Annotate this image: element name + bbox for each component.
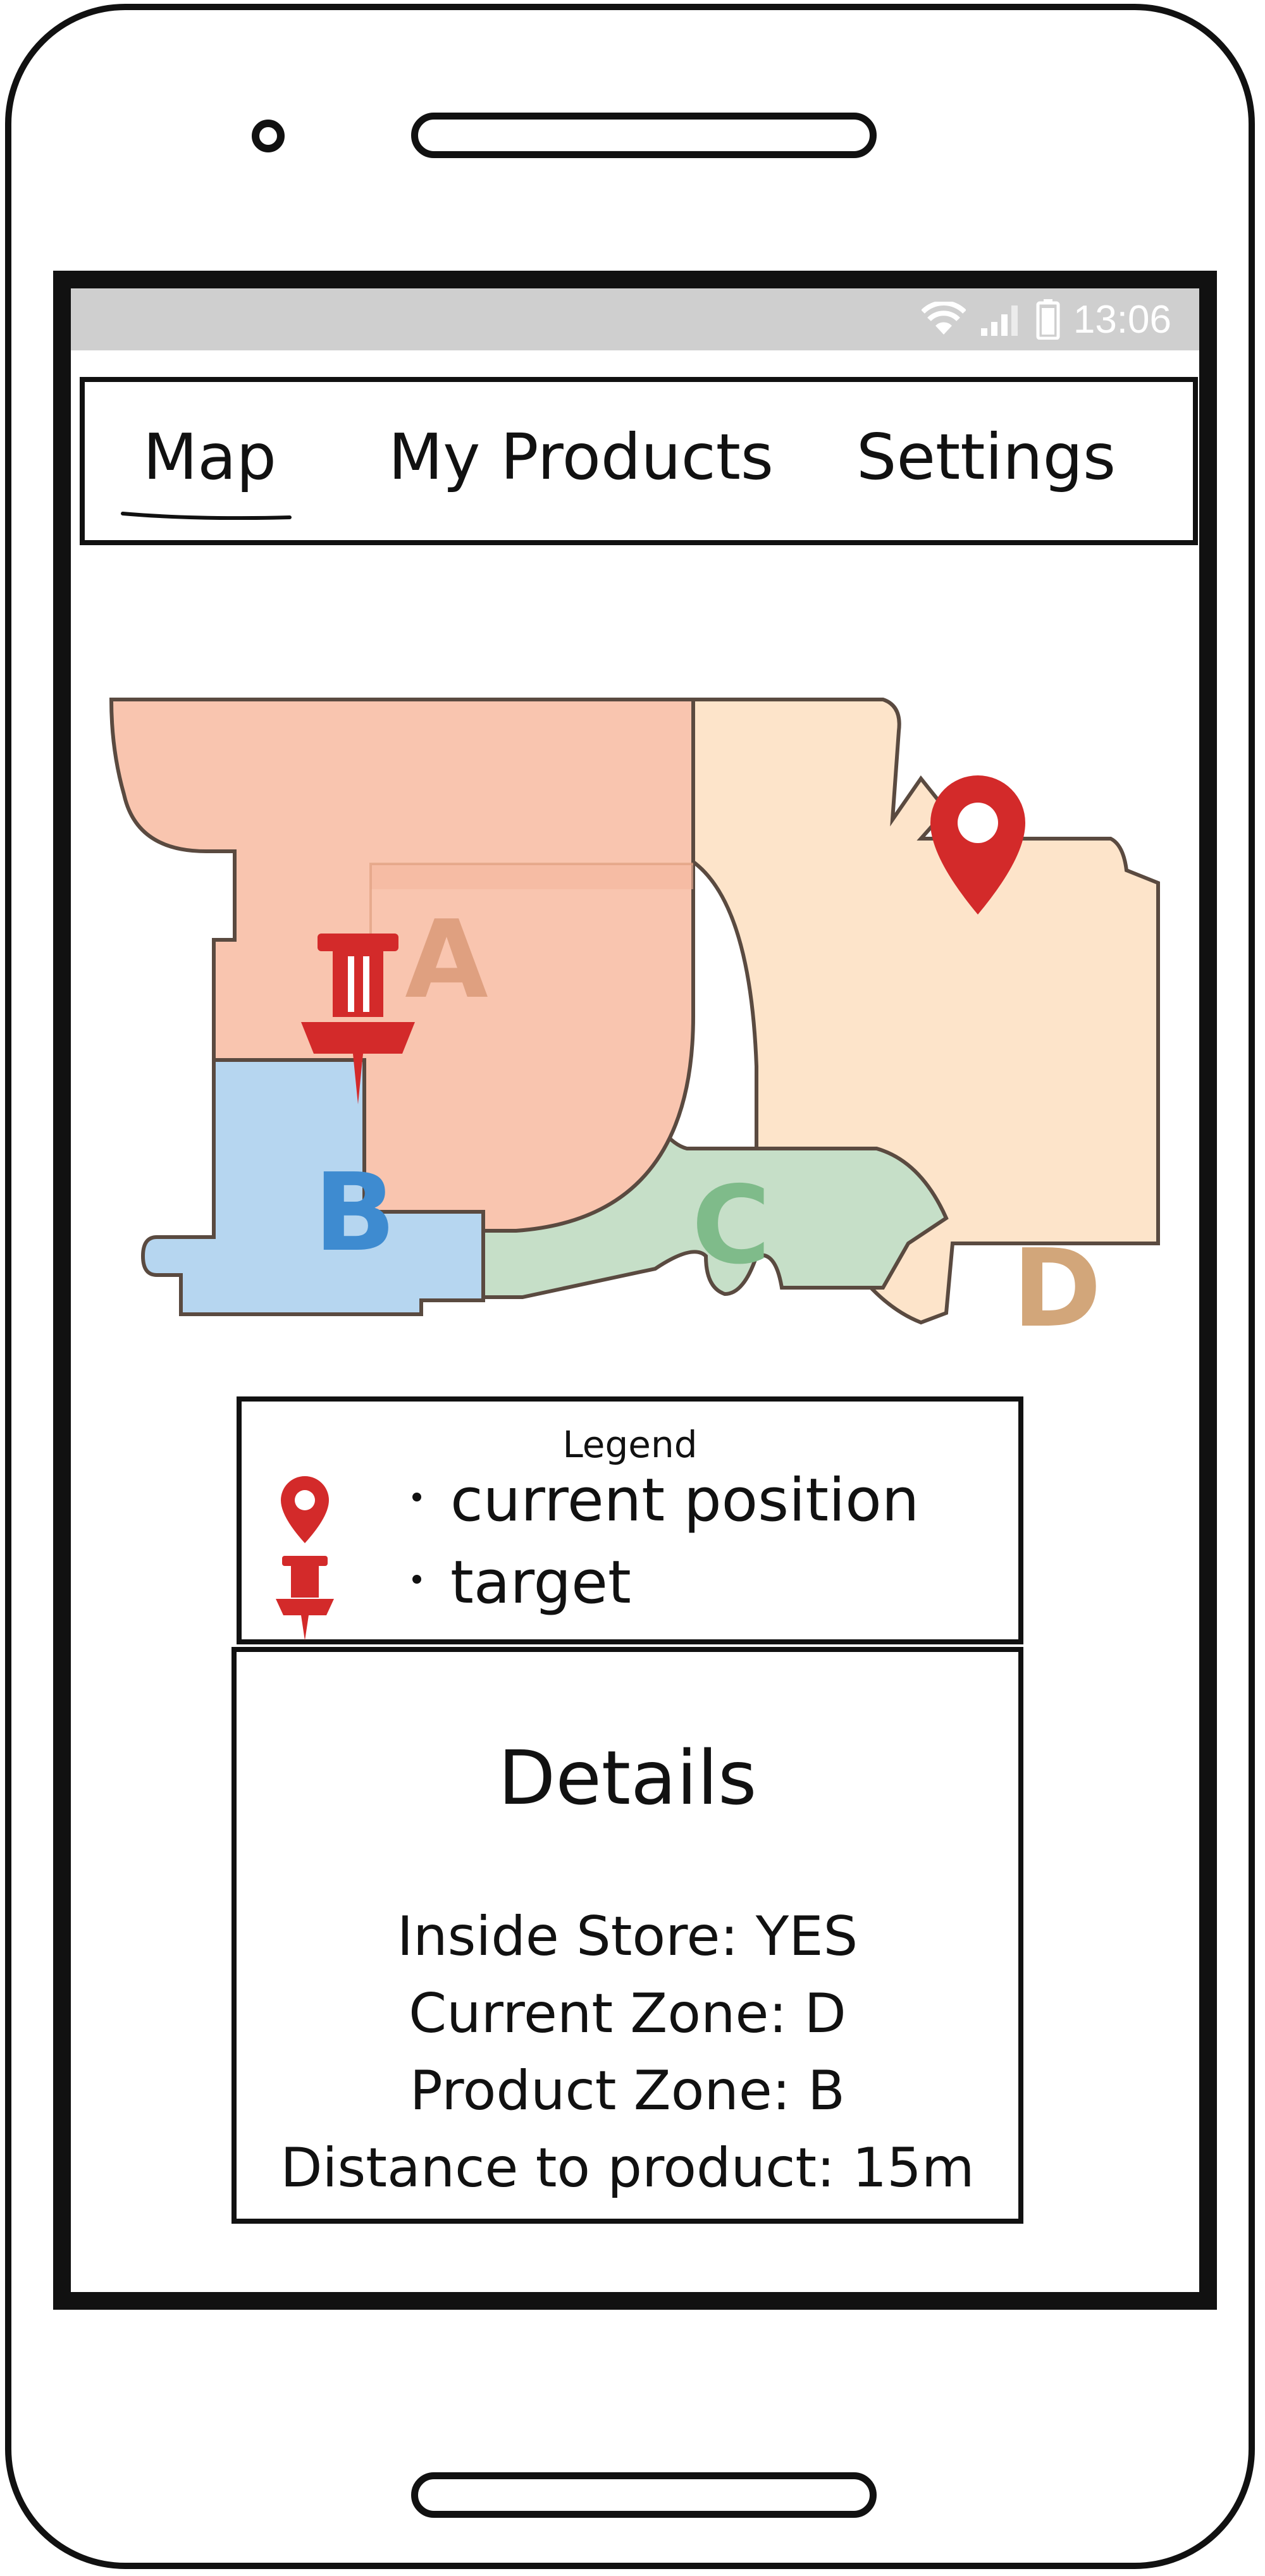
signal-icon <box>980 305 1018 336</box>
tab-my-products[interactable]: My Products <box>388 420 774 494</box>
detail-distance: Distance to product: 15m <box>280 2136 975 2200</box>
zone-c[interactable] <box>469 1127 949 1299</box>
wifi-icon <box>921 302 966 335</box>
status-bar: 13:06 <box>71 288 1199 350</box>
zone-label-c: C <box>692 1163 771 1288</box>
status-time: 13:06 <box>1073 297 1171 342</box>
zone-a-highlight <box>371 864 693 889</box>
tab-map[interactable]: Map <box>143 420 277 494</box>
legend-bullet <box>412 1575 421 1584</box>
battery-icon <box>1036 299 1060 340</box>
detail-product-zone: Product Zone: B <box>409 2059 846 2123</box>
legend-label-target: target <box>450 1548 631 1617</box>
legend-label-current-position: current position <box>450 1466 920 1535</box>
location-pin-icon <box>281 1476 329 1543</box>
push-pin-icon[interactable] <box>301 934 415 1104</box>
active-tab-indicator <box>121 512 292 520</box>
zone-label-a: A <box>405 897 488 1023</box>
legend-title: Legend <box>562 1423 698 1466</box>
detail-inside-store: Inside Store: YES <box>397 1905 858 1968</box>
legend-item-current-position: current position <box>267 1466 1013 1547</box>
legend-bullet <box>412 1493 421 1501</box>
legend-item-target: target <box>267 1548 1013 1641</box>
home-button[interactable] <box>411 2472 877 2518</box>
earpiece-speaker <box>411 113 877 158</box>
phone-screen: 13:06 Map My Products Settings A B C D <box>53 271 1217 2310</box>
detail-current-zone: Current Zone: D <box>409 1982 846 2045</box>
tab-bar: Map My Products Settings <box>80 377 1198 545</box>
tab-settings[interactable]: Settings <box>856 420 1116 494</box>
map-legend: Legend current position target <box>237 1396 1023 1644</box>
zone-b[interactable] <box>140 1058 485 1316</box>
details-title: Details <box>498 1734 757 1821</box>
zone-a[interactable] <box>109 698 695 1233</box>
push-pin-icon <box>276 1556 334 1641</box>
front-camera <box>252 120 285 152</box>
store-map[interactable]: A B C D <box>105 693 1193 1364</box>
zone-label-b: B <box>314 1150 396 1276</box>
zone-label-d: D <box>1012 1226 1101 1352</box>
location-pin-icon[interactable] <box>930 775 1025 915</box>
details-panel: Details Inside Store: YES Current Zone: … <box>231 1647 1023 2224</box>
